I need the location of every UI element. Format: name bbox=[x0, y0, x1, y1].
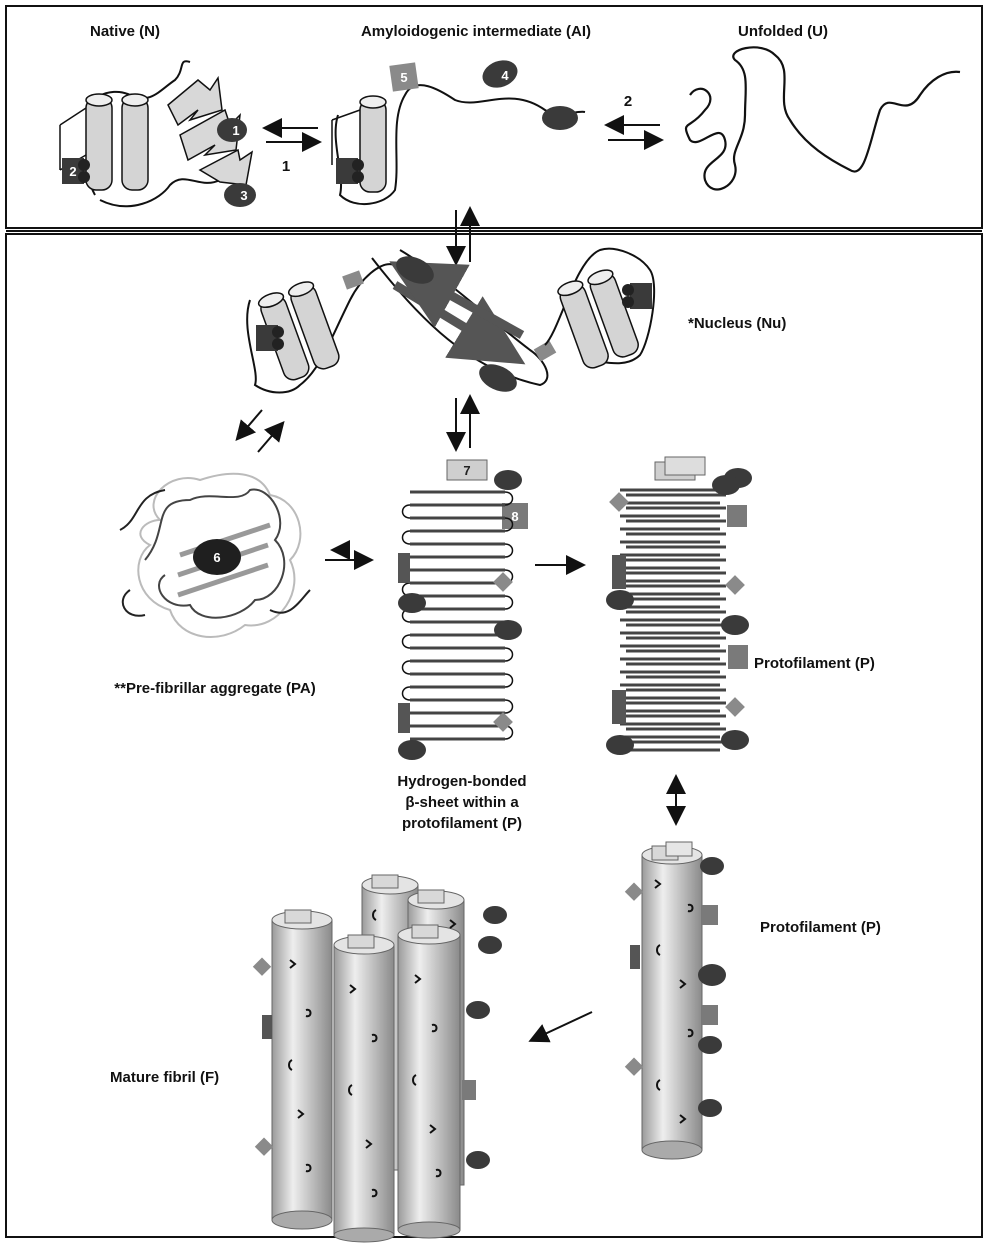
nucleus-label: *Nucleus (Nu) bbox=[688, 315, 786, 332]
protofilament-label-2: Protofilament (P) bbox=[760, 919, 881, 936]
step-2-label: 2 bbox=[624, 93, 632, 110]
equilibrium-arrows-vertical-2 bbox=[456, 398, 470, 448]
marker-7: 7 bbox=[463, 463, 470, 478]
marker-4: 4 bbox=[501, 68, 509, 83]
equilibrium-arrows-1: 1 bbox=[266, 128, 318, 175]
unfolded-label: Unfolded (U) bbox=[738, 23, 828, 40]
prefibrillar-aggregate: 6 bbox=[120, 474, 310, 637]
intermediate-structure: 5 4 bbox=[332, 56, 585, 204]
protofilament-cylinder bbox=[625, 842, 726, 1159]
native-structure: 2 1 3 bbox=[60, 61, 256, 207]
marker-5: 5 bbox=[400, 70, 407, 85]
marker-1: 1 bbox=[232, 123, 239, 138]
equilibrium-arrows-to-prefibrillar bbox=[238, 410, 282, 452]
intermediate-label: Amyloidogenic intermediate (AI) bbox=[361, 23, 591, 40]
marker-6: 6 bbox=[213, 550, 220, 565]
marker-2: 2 bbox=[69, 164, 76, 179]
mature-fibril bbox=[253, 875, 507, 1242]
step-1-label: 1 bbox=[282, 158, 290, 175]
marker-3: 3 bbox=[240, 188, 247, 203]
protofilament-stacked bbox=[606, 457, 752, 755]
prefibrillar-to-sheet-arrows bbox=[325, 550, 370, 560]
equilibrium-arrows-vertical-1 bbox=[456, 210, 470, 262]
protofilament-label-1: Protofilament (P) bbox=[754, 655, 875, 672]
prefibrillar-label: **Pre-fibrillar aggregate (PA) bbox=[114, 680, 315, 697]
beta-sheet-stack: 7 8 bbox=[398, 460, 528, 760]
nucleus-structure bbox=[247, 249, 654, 398]
equilibrium-arrows-2: 2 bbox=[608, 93, 660, 140]
mature-fibril-label: Mature fibril (F) bbox=[110, 1069, 219, 1086]
native-label: Native (N) bbox=[90, 23, 160, 40]
unfolded-chain bbox=[686, 47, 960, 189]
sheet-label-line-1: Hydrogen-bonded bbox=[397, 773, 526, 790]
protofilament-to-fibril-arrow bbox=[532, 1012, 592, 1040]
sheet-label-line-3: protofilament (P) bbox=[402, 815, 522, 832]
sheet-label-line-2: β-sheet within a bbox=[405, 794, 519, 811]
